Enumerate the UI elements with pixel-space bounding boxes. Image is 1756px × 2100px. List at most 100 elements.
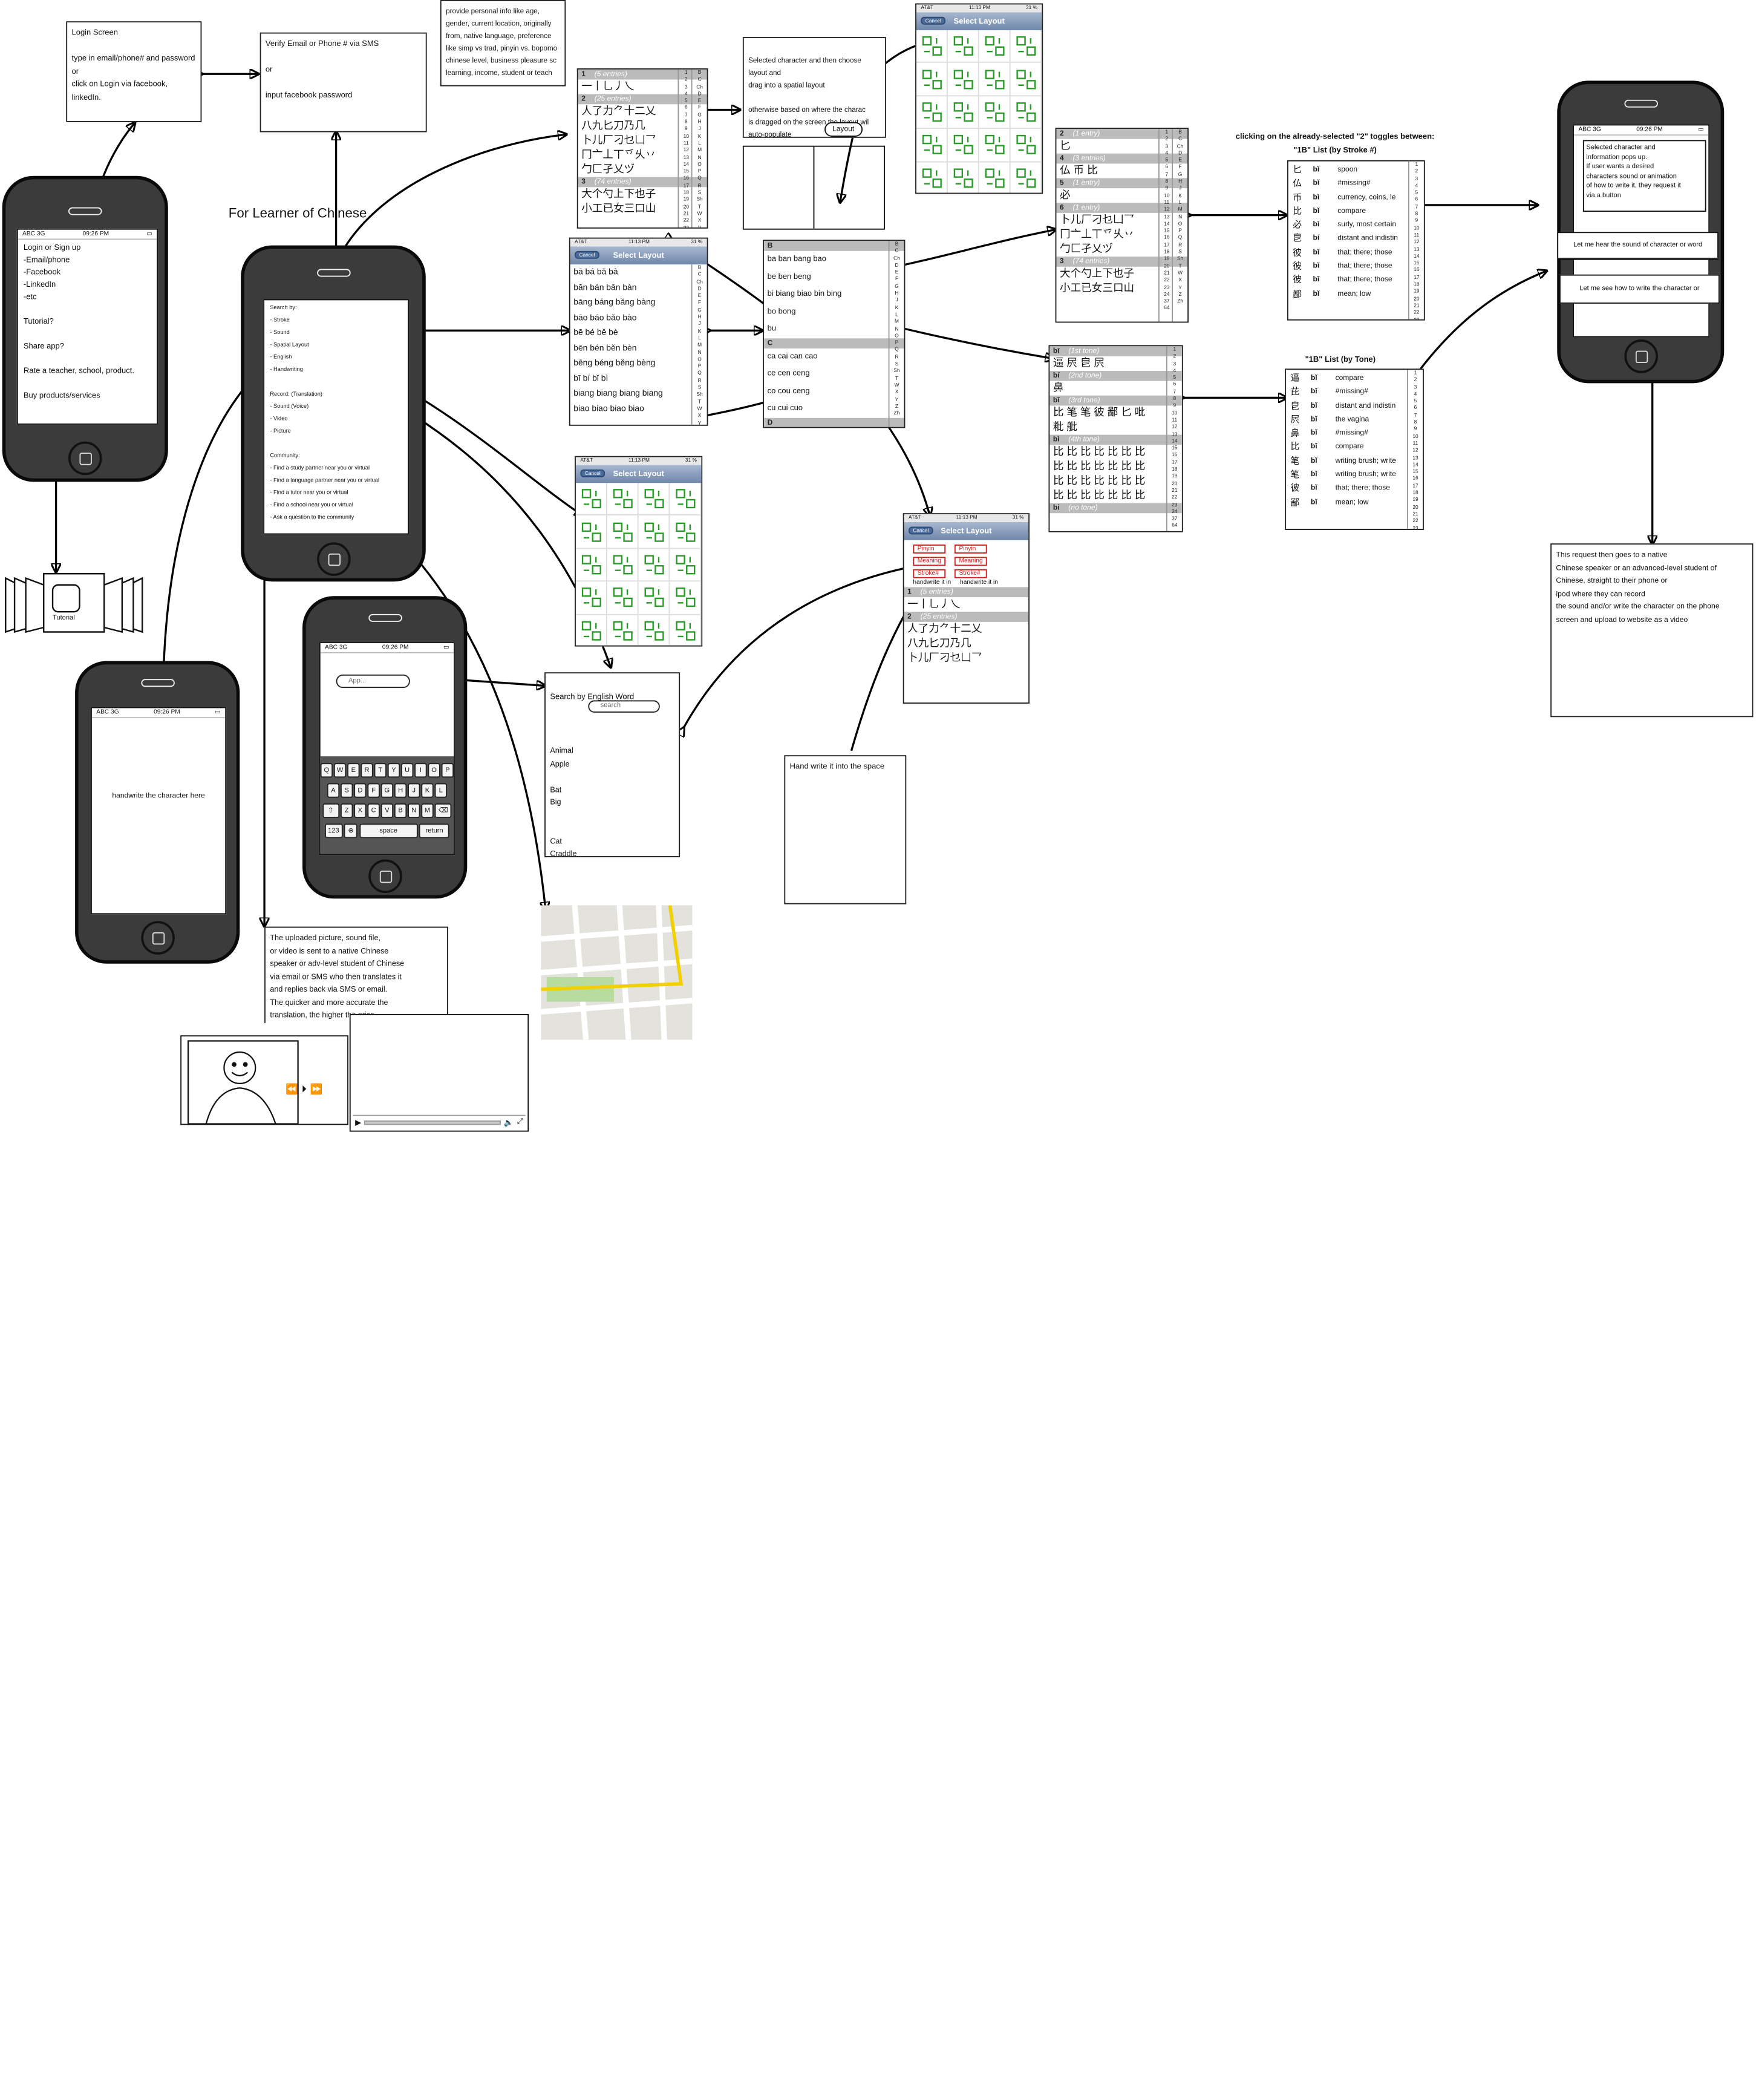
stroke-index[interactable]: 1 2 3 4 5 6 7 8 9 10 11 12 13 14 15 16 1… — [1158, 128, 1174, 322]
cancel-button[interactable]: Cancel — [921, 16, 946, 25]
sound-row[interactable]: bēng béng běng bèng — [573, 357, 656, 368]
sound-row[interactable]: bā bá bǎ bà — [573, 266, 618, 277]
pinyin-row[interactable]: co cou ceng — [767, 387, 810, 395]
stroke-row[interactable]: 八九匕刀乃几 — [581, 120, 645, 132]
tone-row[interactable]: 鼻 — [1053, 382, 1064, 394]
home-button[interactable] — [1624, 339, 1658, 373]
key-q[interactable]: Q — [321, 763, 333, 778]
layout-option[interactable] — [576, 614, 607, 646]
key-e[interactable]: E — [347, 763, 360, 778]
layout-option[interactable] — [947, 63, 979, 96]
layout-option[interactable] — [1010, 30, 1042, 64]
key-x[interactable]: X — [354, 803, 367, 818]
layout-option[interactable] — [670, 483, 702, 516]
english-search-input[interactable]: search — [588, 700, 660, 713]
stroke-row[interactable]: 小工已女三口山 — [581, 203, 656, 215]
tone-row[interactable]: 比 比 比 比 比 比 比 — [1053, 475, 1146, 488]
forward-icon[interactable]: ⏩ — [310, 1083, 323, 1095]
letter-index[interactable]: B C Ch D E F G H J K L M N O P Q R S Sh … — [888, 241, 904, 427]
pinyin-toggle[interactable]: Pinyin — [913, 545, 946, 554]
layout-option[interactable] — [575, 549, 607, 582]
stroke-row[interactable]: 冂亠丄丅乊乆丷 — [581, 149, 656, 162]
layout-option[interactable] — [916, 96, 948, 129]
layout-option[interactable] — [979, 129, 1011, 162]
layout-option[interactable] — [916, 129, 948, 162]
layout-option[interactable] — [575, 483, 607, 516]
key-s[interactable]: S — [341, 783, 353, 798]
tone-row[interactable]: 比 比 比 比 比 比 比 — [1053, 460, 1146, 473]
sound-row[interactable]: bān bán bǎn bàn — [573, 281, 637, 292]
layout-option[interactable] — [1011, 162, 1042, 193]
tone-row[interactable]: 比 比 比 比 比 比 比 — [1053, 489, 1146, 502]
tutorial-graphic[interactable]: Tutorial — [4, 572, 145, 635]
key-c[interactable]: C — [367, 803, 380, 818]
letter-index[interactable]: B C Ch D E F G H J K L M N O P Q R S Sh … — [1172, 128, 1187, 322]
key-u[interactable]: U — [401, 763, 413, 778]
key-o[interactable]: O — [428, 763, 440, 778]
key-b[interactable]: B — [394, 803, 406, 818]
letter-index[interactable]: B C Ch D E F G H J K L M N O P Q R S Sh … — [691, 264, 707, 425]
stroke-row[interactable]: 人了力⺈十二乂 — [907, 623, 982, 636]
layout-option[interactable] — [670, 515, 702, 549]
key-r[interactable]: R — [361, 763, 373, 778]
key-t[interactable]: T — [374, 763, 387, 778]
layout-option[interactable] — [916, 30, 948, 64]
hear-sound-button[interactable]: Let me hear the sound of character or wo… — [1557, 232, 1718, 259]
stroke-index[interactable]: 1 2 3 4 5 6 7 8 9 10 11 12 13 14 15 16 1… — [1407, 370, 1423, 529]
pinyin-row[interactable]: ba ban bang bao — [767, 255, 826, 264]
home-button[interactable] — [316, 542, 350, 576]
stroke-row[interactable]: 卜儿厂刁乜凵乛 — [907, 652, 982, 665]
layout-option[interactable] — [639, 614, 670, 646]
stroke-row[interactable]: 匕 — [1059, 140, 1071, 152]
home-button[interactable] — [68, 441, 102, 476]
main-menu-text[interactable]: Search by: - Stroke - Sound - Spatial La… — [270, 304, 380, 522]
stroke-index[interactable]: 1 2 3 4 5 6 7 8 9 10 11 12 13 14 15 16 1… — [677, 69, 693, 227]
key-k[interactable]: K — [421, 783, 434, 798]
key-l[interactable]: L — [435, 783, 447, 798]
stroke-row[interactable]: 一丨乚丿乀 — [907, 598, 961, 611]
layout-option[interactable] — [638, 581, 670, 615]
layout-option[interactable] — [979, 63, 1011, 96]
pinyin-row[interactable]: cu cui cuo — [767, 404, 803, 413]
meaning-toggle[interactable]: Meaning — [955, 557, 988, 566]
sound-row[interactable]: biang biang biang biang — [573, 387, 663, 398]
layout-option[interactable] — [638, 483, 670, 516]
key-g[interactable]: G — [381, 783, 393, 798]
stroke-row[interactable]: 小工已女三口山 — [1059, 282, 1135, 295]
home-button[interactable] — [140, 921, 174, 955]
layout-option[interactable] — [1010, 96, 1042, 129]
layout-option[interactable] — [979, 96, 1011, 129]
tone-row[interactable]: 比 笔 笔 彼 鄙 匕 吡 — [1053, 407, 1146, 419]
stroke-row[interactable]: 卜儿厂刁乜凵乛 — [1059, 214, 1135, 227]
fullscreen-icon[interactable]: ⤢ — [517, 1117, 523, 1126]
letter-index[interactable]: B C Ch D E F G H J K L M N O P Q R S Sh … — [691, 69, 707, 227]
key-f[interactable]: F — [367, 783, 380, 798]
layout-option[interactable] — [979, 162, 1011, 193]
globe-key[interactable]: ⊕ — [344, 823, 358, 839]
stroke-row[interactable]: 必 — [1059, 189, 1071, 202]
layout-option[interactable] — [638, 515, 670, 549]
tone-row[interactable]: 比 比 比 比 比 比 比 — [1053, 446, 1146, 459]
rewind-icon[interactable]: ⏪ — [286, 1083, 299, 1095]
sound-row[interactable]: bēn bén běn bèn — [573, 342, 637, 353]
layout-option[interactable] — [607, 614, 639, 646]
key-a[interactable]: A — [327, 783, 339, 798]
numbers-key[interactable]: 123 — [324, 823, 343, 839]
backspace-key[interactable]: ⌫ — [435, 803, 452, 818]
play-icon[interactable]: ▶ — [355, 1119, 362, 1127]
stroke-row[interactable]: 仏 币 比 — [1059, 165, 1098, 177]
stroke-index[interactable]: 1 2 3 4 5 6 7 8 9 10 11 12 13 14 15 16 1… — [1166, 346, 1182, 531]
layout-option[interactable] — [947, 30, 979, 64]
key-d[interactable]: D — [354, 783, 367, 798]
stroke-row[interactable]: 八九匕刀乃几 — [907, 637, 971, 650]
key-i[interactable]: I — [414, 763, 427, 778]
